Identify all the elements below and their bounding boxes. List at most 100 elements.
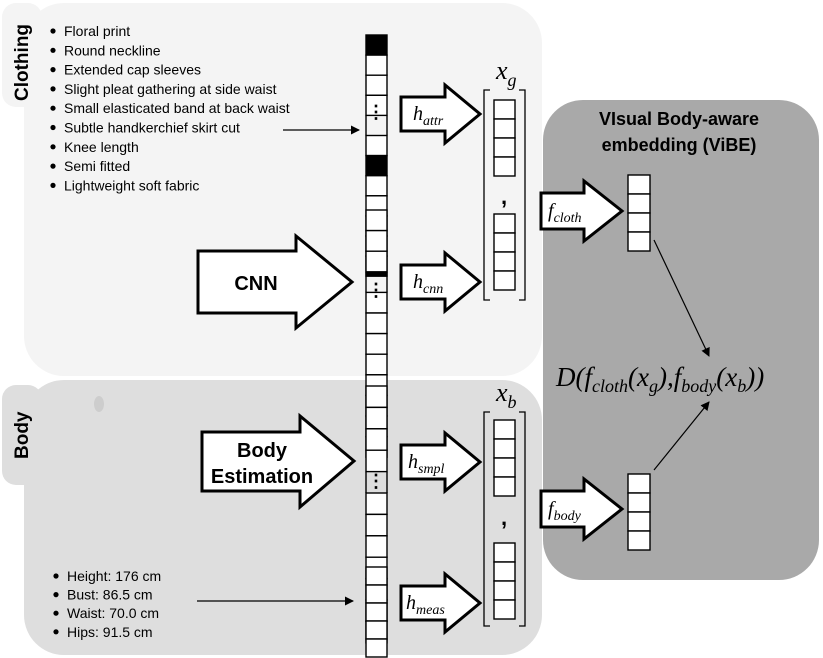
- h-meas-label: hmeas: [406, 592, 445, 618]
- vector-cell: [627, 530, 651, 551]
- bullet-dot: [50, 144, 56, 150]
- h-meas-arrow: [399, 570, 483, 636]
- attribute-item: Slight pleat gathering at side waist: [64, 81, 277, 97]
- vector-cell: [365, 620, 388, 640]
- vector-cell: [365, 638, 388, 658]
- vector-cell: [493, 580, 516, 601]
- vector-cell: [365, 34, 388, 56]
- vector-cell: [627, 473, 651, 494]
- xb-right-bracket: [519, 411, 526, 627]
- distance-formula: D(fcloth(xg),fbody(xb)): [555, 362, 764, 396]
- vector-cell: [627, 193, 651, 214]
- vector-cell: [365, 332, 388, 355]
- vector-cell: [365, 209, 388, 232]
- vector-cell: [627, 174, 651, 195]
- measurement-item: Hips: 91.5 cm: [67, 624, 153, 640]
- measurement-item: Height: 176 cm: [67, 568, 161, 584]
- f-cloth-embedding-vector: [627, 174, 651, 252]
- vector-cell: [493, 251, 516, 272]
- cnn-arrow: [196, 232, 355, 332]
- f-cloth-label: fcloth: [548, 200, 582, 226]
- attribute-item: Semi fitted: [64, 158, 130, 174]
- f-cloth-arrow: [539, 177, 625, 245]
- vector-cell: [493, 232, 516, 253]
- xb-smpl-part: [493, 419, 516, 497]
- vector-cell: [365, 602, 388, 622]
- vector-cell: [365, 229, 388, 252]
- vector-cell: [365, 584, 388, 604]
- measurement-item: Waist: 70.0 cm: [67, 605, 159, 621]
- vibe-title-line2: embedding (ViBE): [602, 135, 757, 155]
- vector-cell: [365, 154, 388, 177]
- body-estimation-label-line2: Estimation: [211, 466, 313, 488]
- vector-cell: [365, 54, 388, 76]
- panel-speck: [94, 396, 104, 412]
- xg-separator: ,: [501, 184, 507, 209]
- cloth-to-distance-arrow: [653, 239, 710, 357]
- vector-cell: [365, 513, 388, 537]
- vector-cell: [493, 99, 516, 120]
- vector-cell: [493, 561, 516, 582]
- vector-cell: [493, 156, 516, 177]
- attribute-item: Subtle handkerchief skirt cut: [64, 120, 240, 136]
- h-attr-label: hattr: [413, 103, 444, 129]
- bullet-dot: [50, 67, 56, 73]
- vector-cell: [365, 174, 388, 197]
- xg-right-bracket: [519, 89, 526, 301]
- body-label-tab: [2, 385, 42, 485]
- bullet-dot: [50, 105, 56, 111]
- vector-cell: [493, 213, 516, 234]
- vector-cell: [627, 231, 651, 252]
- clothing-label-tab: [2, 3, 42, 107]
- vector-cell: [493, 419, 516, 440]
- xg-left-bracket: [483, 89, 490, 301]
- xb-separator: ,: [501, 505, 507, 530]
- f-body-label: fbody: [548, 498, 582, 524]
- attribute-vector-ellipsis: ⋮: [367, 102, 385, 122]
- h-cnn-arrow: [399, 249, 483, 315]
- h-attr-arrow: [399, 81, 483, 147]
- vector-cell: [365, 566, 388, 586]
- vector-cell: [365, 74, 388, 96]
- bullet-dot: [50, 163, 56, 169]
- f-body-arrow: [539, 475, 625, 543]
- vector-cell: [365, 492, 388, 516]
- bullet-dot: [50, 47, 56, 53]
- vector-cell: [493, 270, 516, 291]
- vector-cell: [627, 511, 651, 532]
- h-smpl-arrow: [399, 429, 483, 495]
- bullet-dot: [50, 28, 56, 34]
- vector-cell: [365, 385, 388, 409]
- smpl-vector: [365, 385, 388, 644]
- attribute-item: Round neckline: [64, 42, 161, 58]
- vibe-title-line1: VIsual Body-aware: [599, 109, 759, 129]
- body-to-distance-arrow: [653, 401, 710, 471]
- vector-cell: [365, 535, 388, 558]
- bullet-dot: [53, 610, 59, 616]
- h-cnn-label: hcnn: [413, 271, 443, 297]
- attribute-item: Knee length: [64, 139, 139, 155]
- vector-cell: [493, 457, 516, 478]
- body-estimation-arrow: [200, 412, 357, 511]
- xb-meas-part: [493, 542, 516, 620]
- cnn-label: CNN: [234, 273, 277, 295]
- vector-cell: [365, 134, 388, 157]
- vector-cell: [493, 137, 516, 158]
- body-estimation-label-line1: Body: [237, 440, 288, 462]
- attribute-item: Extended cap sleeves: [64, 62, 201, 78]
- xg-symbol: xg: [495, 56, 517, 90]
- vector-cell: [493, 118, 516, 139]
- vector-cell: [627, 492, 651, 513]
- vector-cell: [365, 449, 388, 473]
- f-body-embedding-vector: [627, 473, 651, 551]
- vector-cell: [365, 353, 388, 376]
- vector-cell: [365, 250, 388, 273]
- attribute-item: Lightweight soft fabric: [64, 177, 199, 193]
- vector-cell: [365, 406, 388, 430]
- vector-cell: [493, 599, 516, 620]
- vector-cell: [493, 542, 516, 563]
- bullet-dot: [53, 573, 59, 579]
- bullet-dot: [50, 182, 56, 188]
